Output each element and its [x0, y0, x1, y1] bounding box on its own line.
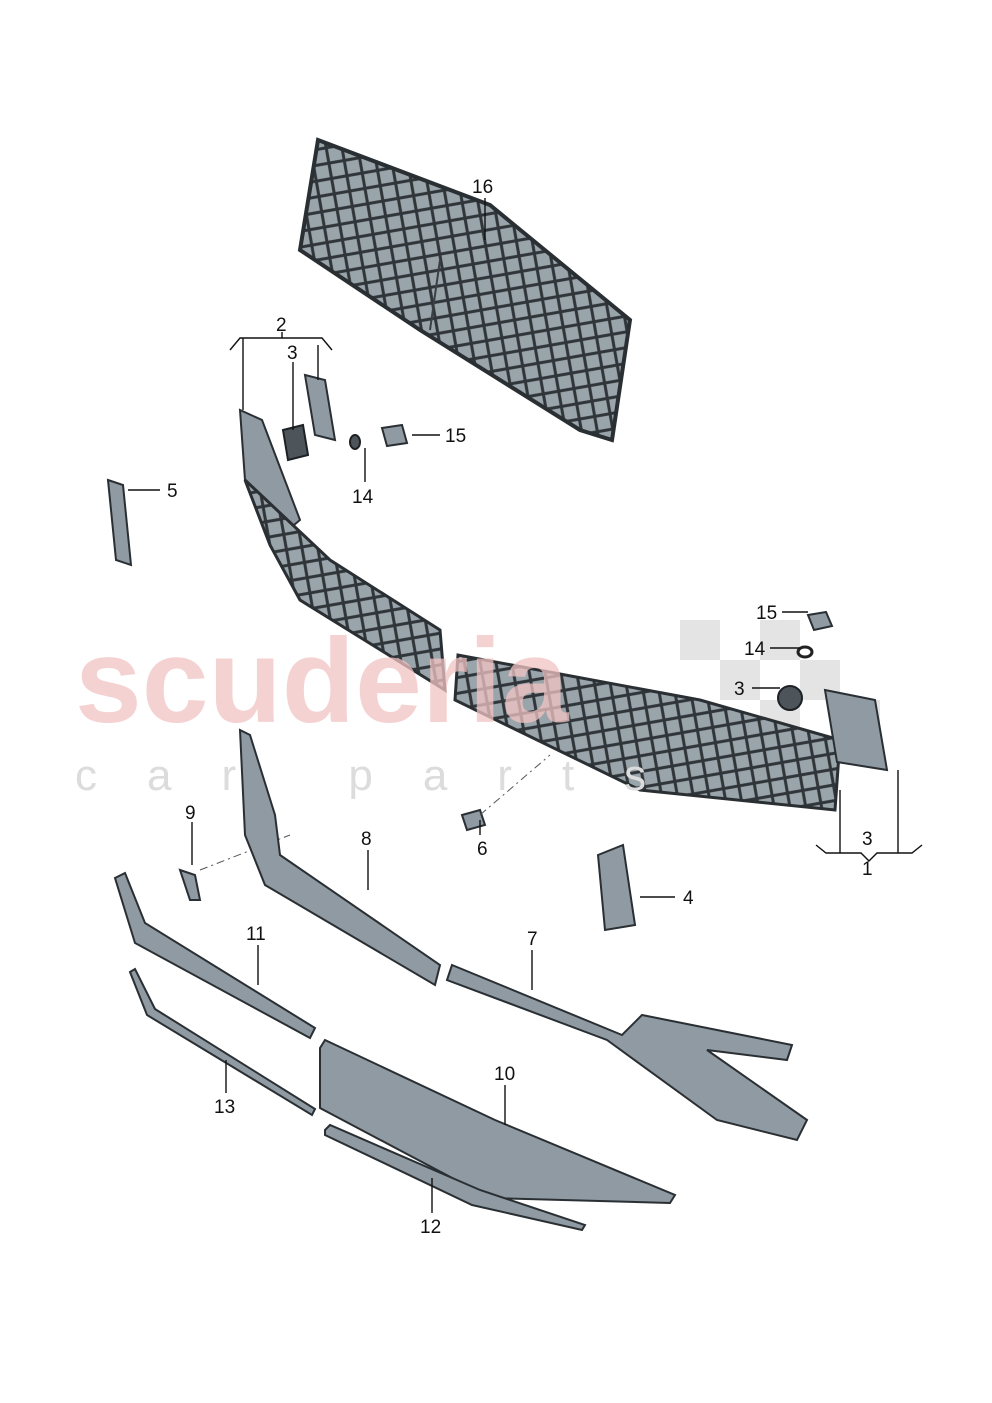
- part-13: [128, 967, 317, 1117]
- callout-5: 5: [167, 481, 178, 502]
- callout-4: 4: [683, 888, 694, 909]
- part-10: [319, 1038, 677, 1205]
- callout-8: 8: [361, 829, 372, 850]
- part-right-sensor-set: [777, 610, 889, 772]
- part-8: [238, 728, 442, 987]
- part-12: [324, 1123, 587, 1232]
- part-lower-grille: [243, 478, 842, 812]
- callout-14: 14: [352, 487, 374, 508]
- axis-line: [479, 754, 551, 816]
- callout-13: 13: [214, 1097, 235, 1118]
- callout-7: 7: [527, 929, 538, 950]
- watermark-sub: car parts: [75, 751, 696, 800]
- axis-line: [199, 834, 291, 871]
- callout-12: 12: [420, 1217, 441, 1238]
- part-left-bracket: [238, 373, 409, 547]
- callout-3: 3: [287, 343, 298, 364]
- part-5: [106, 478, 133, 567]
- callout-3: 3: [734, 679, 745, 700]
- callout-15: 15: [445, 426, 466, 447]
- leader-lines: [128, 198, 923, 1213]
- callout-10: 10: [494, 1064, 515, 1085]
- callout-14: 14: [744, 639, 766, 660]
- watermark: scuderia car parts: [75, 614, 696, 800]
- part-upper-grille: [297, 137, 633, 443]
- callout-6: 6: [477, 839, 488, 860]
- part-9: [178, 868, 202, 901]
- part-11: [113, 871, 317, 1040]
- callout-15: 15: [756, 603, 777, 624]
- callout-9: 9: [185, 803, 196, 824]
- watermark-brand: scuderia: [75, 614, 570, 748]
- callout-11: 11: [246, 924, 266, 945]
- part-6: [460, 808, 487, 832]
- part-7: [445, 963, 809, 1142]
- part-4: [596, 843, 637, 932]
- callout-2: 2: [276, 315, 287, 336]
- callout-3: 3: [862, 829, 873, 850]
- callout-16: 16: [472, 177, 493, 198]
- callout-1: 1: [862, 859, 873, 880]
